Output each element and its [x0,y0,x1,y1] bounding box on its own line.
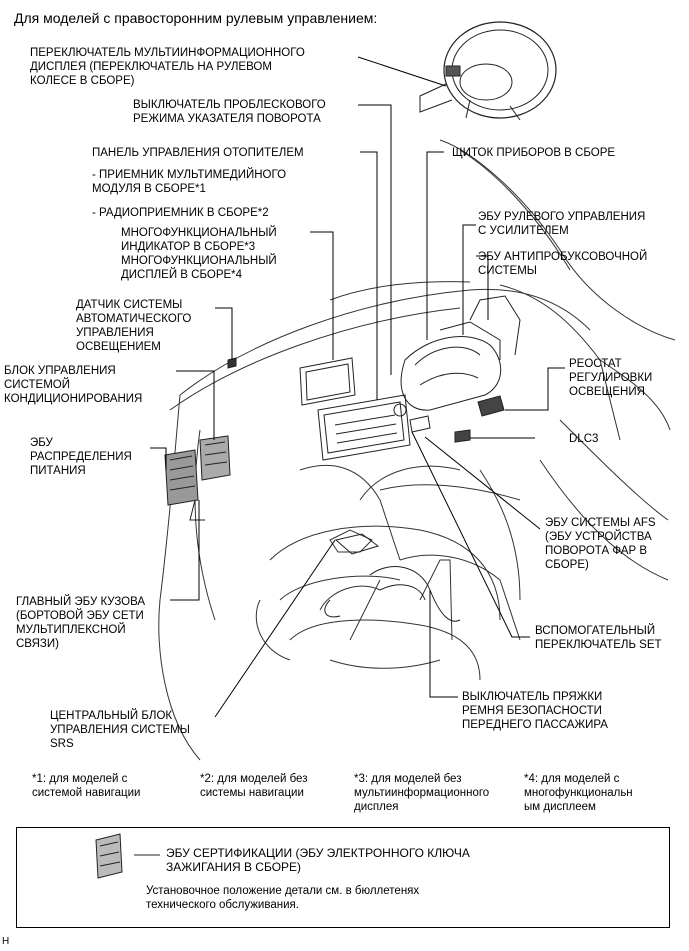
corner-mark: H [2,936,10,947]
light-sensor-label: ДАТЧИК СИСТЕМЫ АВТОМАТИЧЕСКОГО УПРАВЛЕНИ… [76,299,192,353]
steering-wheel-drawing [419,21,557,121]
center-stack-drawing [299,295,521,461]
rheostat-label: РЕОСТАТ РЕГУЛИРОВКИ ОСВЕЩЕНИЯ [569,358,653,398]
footnote-2: *2: для моделей без системы навигации [200,773,308,799]
left-ecus-drawing [164,357,237,521]
dlc3-label: DLC3 [569,433,599,445]
multimedia-receiver-label: - ПРИЕМНИК МУЛЬТИМЕДИЙНОГО МОДУЛЯ В СБОР… [92,169,287,195]
footnote-3: *3: для моделей без мультиинформационног… [354,773,490,813]
certification-ecu-title: ЭБУ СЕРТИФИКАЦИИ (ЭБУ ЭЛЕКТРОННОГО КЛЮЧА… [166,846,470,874]
certification-ecu-icon [95,833,160,879]
ac-unit-label: БЛОК УПРАВЛЕНИЯ СИСТЕМОЙ КОНДИЦИОНИРОВАН… [4,365,143,405]
main-body-ecu-label: ГЛАВНЫЙ ЭБУ КУЗОВА (БОРТОВОЙ ЭБУ СЕТИ МУ… [16,596,146,650]
instrument-cluster-label: ЩИТОК ПРИБОРОВ В СБОРЕ [452,147,616,159]
seatbelt-switch-label: ВЫКЛЮЧАТЕЛЬ ПРЯЖКИ РЕМНЯ БЕЗОПАСНОСТИ ПЕ… [462,691,608,731]
antislip-ecu-label: ЭБУ АНТИПРОБУКСОВОЧНОЙ СИСТЕМЫ [478,251,648,277]
multi-display-switch-label: ПЕРЕКЛЮЧАТЕЛЬ МУЛЬТИИНФОРМАЦИОННОГО ДИСП… [30,47,305,87]
power-distribution-ecu-label: ЭБУ РАСПРЕДЕЛЕНИЯ ПИТАНИЯ [30,437,132,477]
leader-lines [150,56,565,718]
hazard-switch-label: ВЫКЛЮЧАТЕЛЬ ПРОБЛЕСКОВОГО РЕЖИМА УКАЗАТЕ… [133,99,326,125]
power-steering-ecu-label: ЭБУ РУЛЕВОГО УПРАВЛЕНИЯ С УСИЛИТЕЛЕМ [478,211,646,237]
heater-panel-label: ПАНЕЛЬ УПРАВЛЕНИЯ ОТОПИТЕЛЕМ [92,147,304,159]
console-seats-drawing [255,464,521,681]
page-title: Для моделей с правосторонним рулевым упр… [14,10,378,26]
footnote-1: *1: для моделей с системой навигации [32,773,141,799]
radio-receiver-label: - РАДИОПРИЕМНИК В СБОРЕ*2 [92,207,269,219]
srs-unit-drawing [324,533,461,622]
multi-indicator-label: МНОГОФУНКЦИОНАЛЬНЫЙ ИНДИКАТОР В СБОРЕ*3 … [121,227,277,281]
certification-ecu-note: Установочное положение детали см. в бюлл… [146,885,420,911]
dashboard-outline [158,139,676,761]
srs-unit-label: ЦЕНТРАЛЬНЫЙ БЛОК УПРАВЛЕНИЯ СИСТЕМЫ SRS [50,710,190,750]
aux-switch-label: ВСПОМОГАТЕЛЬНЫЙ ПЕРЕКЛЮЧАТЕЛЬ SET [535,625,662,651]
certification-ecu-box [16,827,670,928]
afs-ecu-label: ЭБУ СИСТЕМЫ AFS (ЭБУ УСТРОЙСТВА ПОВОРОТА… [545,517,656,571]
footnote-4: *4: для моделей с многофункциональн ым д… [524,773,633,813]
